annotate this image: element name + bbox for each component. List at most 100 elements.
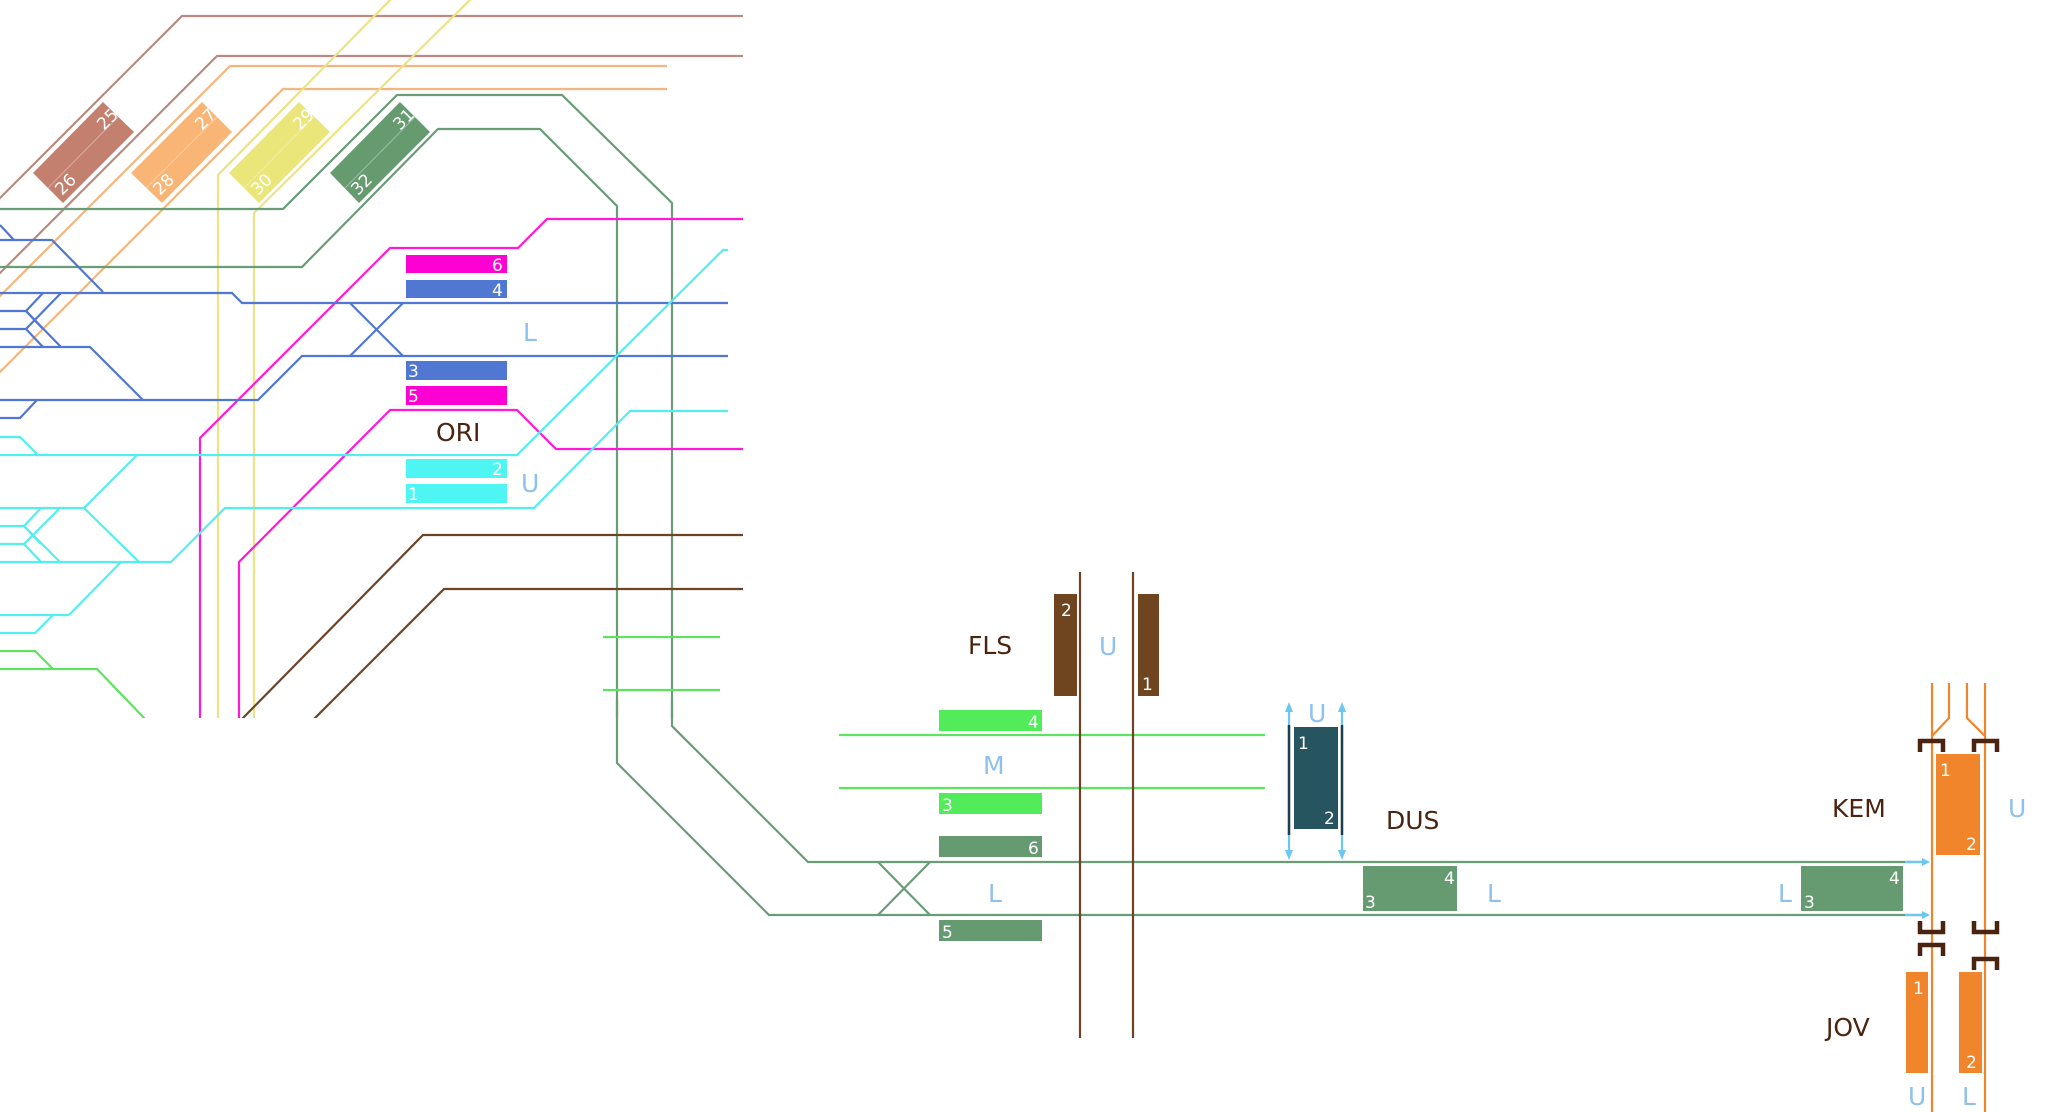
track-cyan-l — [0, 614, 54, 635]
ori-diag-platform-25-26[interactable]: 25 26 — [33, 102, 134, 203]
platform-block — [939, 710, 1042, 731]
fls-platform-1[interactable]: 1 — [1138, 594, 1159, 696]
platform-block — [406, 459, 507, 478]
fls-platform-6[interactable]: 6 — [939, 836, 1042, 859]
track-green-2-lower — [615, 700, 1930, 919]
platform-number: 2 — [1061, 601, 1072, 621]
platform-number: 1 — [1142, 675, 1153, 695]
ori-platform-5[interactable]: 5 — [406, 386, 507, 407]
ori-platform-2[interactable]: 2 — [406, 459, 507, 480]
track-lightgreen-b — [0, 667, 146, 718]
track-darkbrown-2 — [313, 587, 743, 718]
station-label-fls: FLS — [968, 631, 1012, 660]
kem-track-inner-left — [1931, 683, 1951, 737]
track-yellow-2 — [252, 0, 472, 718]
track-blue-a — [0, 224, 15, 241]
platform-number: 2 — [492, 460, 503, 480]
platform-block — [1936, 754, 1980, 855]
ori-diag-platform-27-28[interactable]: 27 28 — [131, 102, 232, 203]
track-orange-1 — [0, 64, 667, 298]
ori-diag-platform-29-30[interactable]: 29 30 — [229, 102, 330, 203]
platform-block — [939, 836, 1042, 857]
fls-platform-5[interactable]: 5 — [939, 920, 1042, 943]
platform-divider — [145, 116, 218, 189]
platform-block — [406, 280, 507, 298]
platform-block — [33, 102, 134, 203]
track-blue-d — [0, 292, 44, 313]
platform-number: 2 — [1966, 1053, 1977, 1073]
track-cyan-j — [68, 561, 122, 616]
track-cyan-g — [23, 543, 42, 563]
ori-platform-3[interactable]: 3 — [406, 361, 507, 382]
platform-number: 2 — [1966, 835, 1977, 855]
platform-number: 5 — [942, 923, 953, 943]
track-cyan-h — [23, 525, 61, 563]
track-group-label: L — [988, 879, 1002, 908]
track-group-label: M — [983, 751, 1005, 780]
ori-platform-1[interactable]: 1 — [406, 484, 507, 505]
platform-number: 4 — [1444, 869, 1455, 889]
bracket-icon — [1971, 921, 2000, 935]
jov-platform-2[interactable]: 2 — [1959, 972, 1982, 1073]
platform-block — [330, 102, 430, 203]
track-blue-j — [0, 354, 728, 402]
ori-platform-6[interactable]: 6 — [406, 255, 507, 276]
platform-block — [131, 102, 232, 203]
kem-platform-3-4[interactable]: 4 3 — [1801, 866, 1903, 913]
platform-number: 6 — [492, 256, 503, 276]
platform-block — [1294, 727, 1338, 829]
bracket-icon — [1971, 956, 2000, 970]
track-group-label: L — [1487, 879, 1501, 908]
dus-platform-1-2[interactable]: 1 2 — [1294, 727, 1338, 829]
track-group-label: U — [1908, 1082, 1926, 1111]
platform-block — [406, 361, 507, 380]
track-blue-b — [0, 238, 104, 293]
platform-number: 3 — [1804, 893, 1815, 913]
track-cyan-main — [0, 248, 728, 457]
platform-number: 3 — [408, 362, 419, 382]
platform-number: 4 — [492, 281, 503, 301]
ori-track-network — [0, 0, 743, 718]
fls-platform-4[interactable]: 4 — [939, 710, 1042, 733]
jov-platform-1[interactable]: 1 — [1906, 972, 1928, 1073]
track-group-label: U — [2008, 794, 2026, 823]
arrow-up-icon — [1285, 702, 1293, 712]
platform-number: 5 — [408, 387, 419, 407]
station-label-kem: KEM — [1832, 794, 1886, 823]
track-group-label: L — [1962, 1082, 1976, 1111]
platform-block — [939, 920, 1042, 941]
track-blue-g — [25, 328, 44, 348]
fls-platform-2[interactable]: 2 — [1054, 594, 1077, 696]
fls-crossover-2 — [877, 861, 931, 916]
track-green-2 — [0, 127, 619, 718]
platform-number: 4 — [1028, 713, 1039, 733]
dus-platform-3-4[interactable]: 4 3 — [1363, 866, 1457, 913]
track-group-label: L — [523, 318, 537, 347]
track-blue-c — [0, 291, 728, 305]
platform-block — [1959, 972, 1982, 1073]
kem-platform-1-2[interactable]: 1 2 — [1936, 754, 1980, 855]
platform-number: 6 — [1028, 839, 1039, 859]
platform-block — [1363, 866, 1457, 911]
track-magenta-1 — [198, 217, 743, 718]
platform-block — [1801, 866, 1903, 911]
platform-number: 1 — [408, 485, 419, 505]
platform-divider — [47, 116, 119, 189]
platform-number: 2 — [1324, 809, 1335, 829]
track-blue-k — [0, 399, 38, 420]
platform-divider — [243, 116, 315, 189]
platform-block — [939, 793, 1042, 814]
track-orange-2 — [0, 87, 667, 374]
bracket-icon — [1971, 738, 2000, 752]
track-group-label: U — [1308, 699, 1326, 728]
platform-block — [1138, 594, 1159, 696]
track-group-label: U — [521, 469, 539, 498]
track-cyan-a — [0, 435, 39, 456]
ori-platform-4[interactable]: 4 — [406, 280, 507, 301]
track-cyan-c — [0, 506, 140, 563]
track-magenta-2 — [237, 408, 743, 718]
bracket-icon — [1917, 738, 1946, 752]
arrow-up-icon — [1338, 702, 1346, 712]
fls-platform-3[interactable]: 3 — [939, 793, 1042, 816]
station-label-ori: ORI — [436, 418, 480, 447]
